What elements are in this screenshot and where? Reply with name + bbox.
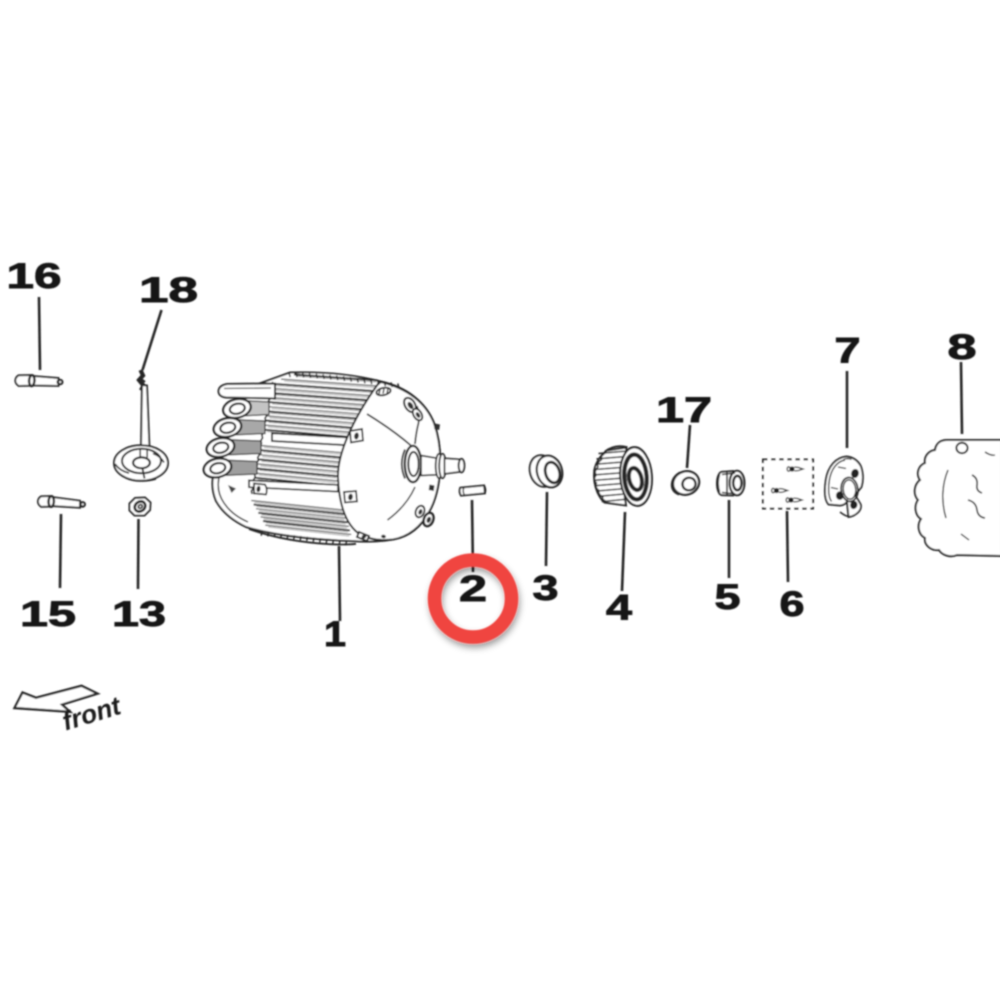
svg-text:15: 15	[20, 595, 76, 634]
svg-text:18: 18	[139, 271, 198, 310]
svg-text:16: 16	[7, 257, 62, 296]
svg-text:17: 17	[656, 391, 712, 430]
svg-text:13: 13	[112, 595, 166, 634]
svg-text:1: 1	[324, 615, 346, 654]
svg-text:6: 6	[780, 585, 805, 624]
svg-text:7: 7	[835, 332, 861, 371]
svg-text:4: 4	[606, 589, 633, 628]
svg-text:2: 2	[459, 568, 487, 609]
svg-text:8: 8	[948, 328, 977, 367]
svg-text:5: 5	[715, 578, 741, 617]
svg-text:3: 3	[533, 569, 559, 608]
